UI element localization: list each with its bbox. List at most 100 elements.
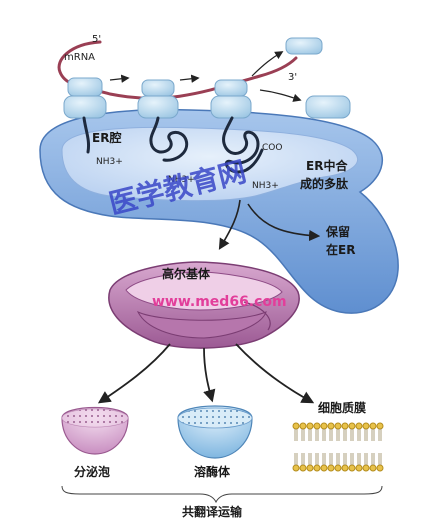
lipid-tail <box>322 429 326 441</box>
lipid-tail <box>357 453 361 465</box>
lipid-tail <box>308 429 312 441</box>
ribosome <box>63 77 107 119</box>
cooh-label: COO <box>262 143 282 153</box>
mrna-label: mRNA <box>64 52 95 63</box>
lipid-tail <box>301 453 305 465</box>
three-prime-label: 3' <box>288 72 297 83</box>
mrna-strand <box>57 40 298 100</box>
lipid-head <box>355 422 363 430</box>
arrow <box>259 89 302 102</box>
arrow-to-secretory-vesicle <box>97 343 171 404</box>
er-lumen-label: ER腔 <box>92 130 121 145</box>
lipid-head <box>362 464 370 472</box>
polypeptide-chains <box>82 116 264 174</box>
ribosomes <box>63 37 351 119</box>
plasma-membrane-label: 细胞质膜 <box>318 400 366 415</box>
er-export-arrows <box>218 199 321 250</box>
lipid-tail <box>301 429 305 441</box>
lipid-tail <box>364 429 368 441</box>
lipid-tail <box>378 429 382 441</box>
released-ribosome-subunit <box>285 37 323 55</box>
arrow-to-lysosome <box>203 347 216 403</box>
lipid-head <box>292 464 300 472</box>
secretory-vesicle-label: 分泌泡 <box>74 464 110 479</box>
lipid-tail <box>350 429 354 441</box>
lipid-head <box>348 464 356 472</box>
retained-in-er-label-line2: 在ER <box>326 242 355 257</box>
endoplasmic-reticulum <box>39 108 399 314</box>
lipid-tail <box>350 453 354 465</box>
lipid-tail <box>336 429 340 441</box>
lipid-tail <box>343 453 347 465</box>
cotranslational-transport-label: 共翻译运输 <box>182 504 243 519</box>
lipid-tail <box>371 429 375 441</box>
ribosome <box>137 79 179 119</box>
lipid-tail <box>308 453 312 465</box>
arrow-retained-in-er <box>247 203 321 242</box>
arrow <box>109 74 130 83</box>
lipid-head <box>327 464 335 472</box>
ribosome <box>210 79 252 119</box>
lipid-head <box>313 422 321 430</box>
lipid-tail <box>357 429 361 441</box>
five-prime-label: 5' <box>92 34 101 45</box>
lipid-tail <box>343 429 347 441</box>
lipid-tail <box>294 453 298 465</box>
lipid-tail <box>336 453 340 465</box>
golgi-export-arrows <box>97 343 315 404</box>
lipid-tail <box>378 453 382 465</box>
retained-in-er-label-line1: 保留 <box>325 224 350 239</box>
released-ribosome-subunit <box>305 95 351 119</box>
lipid-head <box>320 422 328 430</box>
er-polypeptide-label-line2: 成的多肽 <box>300 176 349 191</box>
watermark-url: www.med66.com <box>152 294 287 310</box>
golgi-label: 高尔基体 <box>162 266 211 281</box>
lipid-head <box>362 422 370 430</box>
nh3-label: NH3+ <box>168 175 195 185</box>
lipid-head <box>306 464 314 472</box>
secretory-vesicle <box>61 406 129 455</box>
lipid-head <box>369 422 377 430</box>
lipid-head <box>313 464 321 472</box>
arrow-to-golgi <box>218 199 241 250</box>
nh3-label: NH3+ <box>252 181 279 191</box>
lipid-head <box>334 464 342 472</box>
lipid-tail <box>315 453 319 465</box>
lipid-head <box>306 422 314 430</box>
plasma-membrane-bilayer <box>292 422 384 472</box>
polypeptide-chain <box>222 116 264 174</box>
lysosome-label: 溶酶体 <box>194 464 231 479</box>
lipid-head <box>292 422 300 430</box>
arrow-to-plasma-membrane <box>235 343 315 404</box>
lipid-head <box>341 464 349 472</box>
lipid-tail <box>322 453 326 465</box>
arrow <box>179 74 200 83</box>
lipid-head <box>376 422 384 430</box>
golgi-apparatus <box>108 261 300 349</box>
lipid-head <box>334 422 342 430</box>
lipid-head <box>327 422 335 430</box>
lysosome <box>177 405 253 459</box>
arrow <box>251 51 284 77</box>
lipid-head <box>376 464 384 472</box>
lipid-head <box>348 422 356 430</box>
lipid-head <box>341 422 349 430</box>
ribosome-motion-arrows <box>109 51 302 102</box>
lipid-head <box>299 464 307 472</box>
bottom-bracket <box>61 485 383 504</box>
lipid-tail <box>371 453 375 465</box>
lipid-tail <box>294 429 298 441</box>
lipid-head <box>355 464 363 472</box>
lipid-tail <box>329 453 333 465</box>
lipid-tail <box>329 429 333 441</box>
er-polypeptide-label-line1: ER中合 <box>306 158 348 173</box>
lipid-head <box>320 464 328 472</box>
lipid-tail <box>315 429 319 441</box>
polypeptide-chain <box>149 116 189 162</box>
nh3-label: NH3+ <box>96 157 123 167</box>
lipid-tail <box>364 453 368 465</box>
polypeptide-chain <box>82 116 90 154</box>
lipid-head <box>299 422 307 430</box>
